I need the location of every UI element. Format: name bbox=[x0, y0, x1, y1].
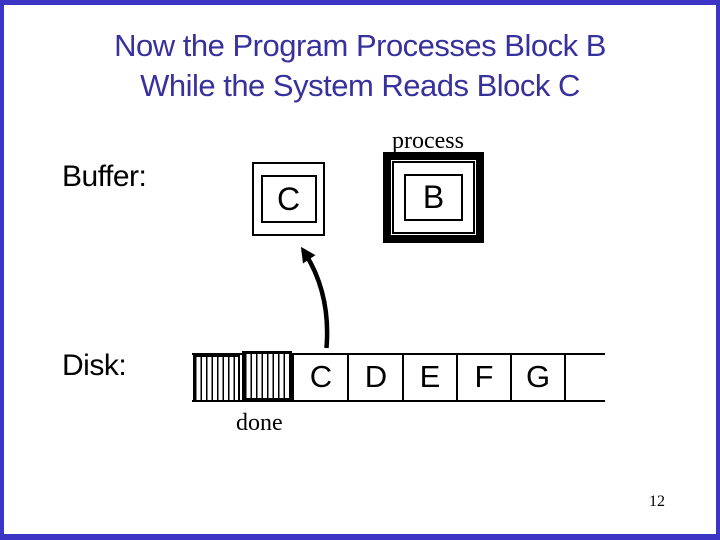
disk-done-block-2 bbox=[242, 351, 292, 401]
disk-strip-top-line bbox=[192, 353, 605, 355]
title-line-1: Now the Program Processes Block B bbox=[114, 28, 606, 63]
done-label: done bbox=[236, 410, 283, 436]
buffer-slot-b-highlight-frame: B bbox=[383, 152, 484, 243]
slide-title: Now the Program Processes Block B While … bbox=[0, 26, 720, 106]
disk-block-d: D bbox=[364, 359, 388, 394]
buffer-slot-b-letter: B bbox=[404, 174, 463, 221]
disk-cell-divider bbox=[456, 353, 458, 402]
process-label: process bbox=[392, 128, 464, 154]
disk-block-c: C bbox=[309, 359, 333, 394]
disk-cell-divider bbox=[564, 353, 566, 402]
disk-done-block-1 bbox=[193, 355, 240, 402]
buffer-slot-c-letter: C bbox=[260, 175, 317, 223]
disk-cell-divider bbox=[510, 353, 512, 402]
disk-label: Disk: bbox=[62, 349, 127, 382]
buffer-label: Buffer: bbox=[62, 160, 147, 193]
disk-block-e: E bbox=[419, 359, 441, 394]
disk-cell-divider bbox=[402, 353, 404, 402]
disk-cell-divider bbox=[347, 353, 349, 402]
disk-block-f: F bbox=[474, 359, 494, 394]
disk-cell-divider bbox=[292, 353, 294, 402]
disk-block-g: G bbox=[525, 359, 551, 394]
disk-strip-bottom-line bbox=[192, 400, 605, 402]
buffer-slot-c: C bbox=[252, 162, 325, 236]
buffer-slot-b: B bbox=[392, 161, 475, 234]
page-number: 12 bbox=[649, 493, 665, 510]
title-line-2: While the System Reads Block C bbox=[140, 68, 580, 103]
